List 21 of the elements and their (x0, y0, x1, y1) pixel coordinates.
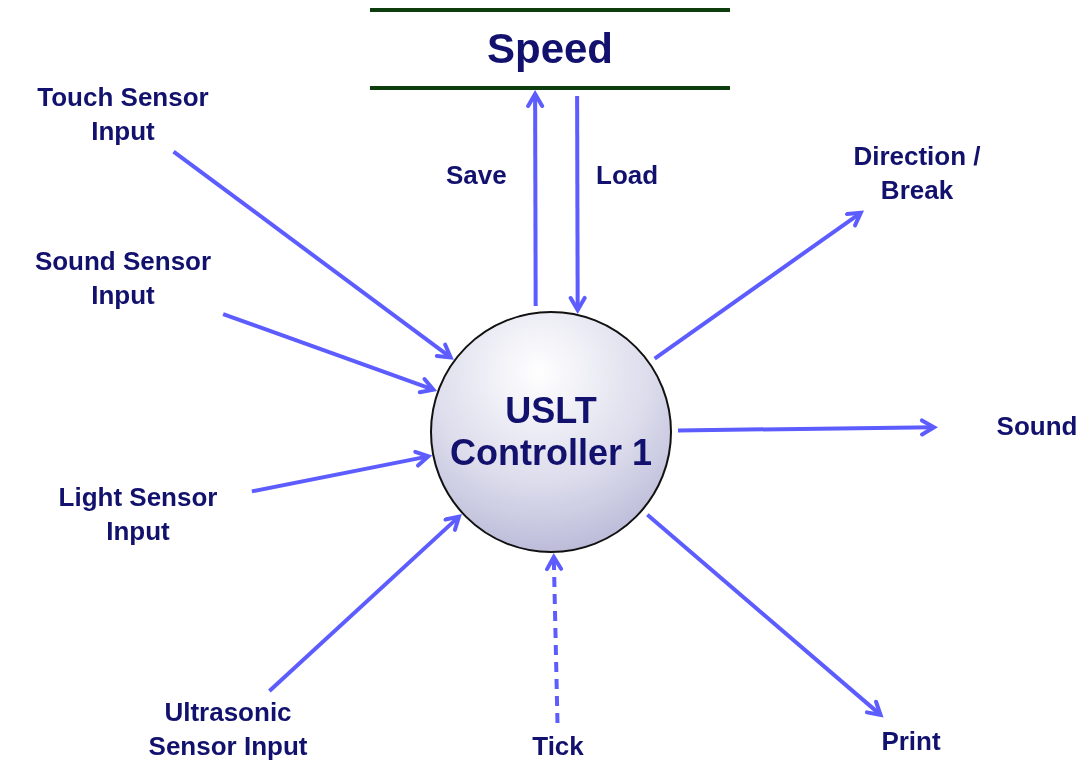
flow-label: Print (866, 724, 956, 758)
flow-arrow (222, 312, 436, 395)
flow-label: Light Sensor Input (30, 480, 246, 548)
flow-label: Tick (520, 729, 596, 763)
data-store (370, 8, 730, 90)
flow-label: Sound Sensor Input (8, 244, 238, 312)
flow-arrow (545, 554, 564, 724)
flow-label: Touch Sensor Input (10, 80, 236, 148)
flow-arrow (526, 92, 545, 306)
store-label: Speed (486, 25, 613, 73)
process-label: USLT Controller 1 (449, 390, 653, 474)
flow-arrow (251, 449, 431, 494)
flow-arrow (653, 210, 863, 361)
flow-arrow (677, 418, 936, 437)
flow-label: Sound (984, 409, 1090, 443)
flow-label: Direction / Break (840, 139, 994, 207)
flow-label: Ultrasonic Sensor Input (118, 695, 338, 763)
flow-arrow (568, 96, 587, 312)
flow-arrow (268, 514, 461, 693)
flow-arrow (172, 149, 453, 360)
flow-arrow (646, 513, 883, 717)
